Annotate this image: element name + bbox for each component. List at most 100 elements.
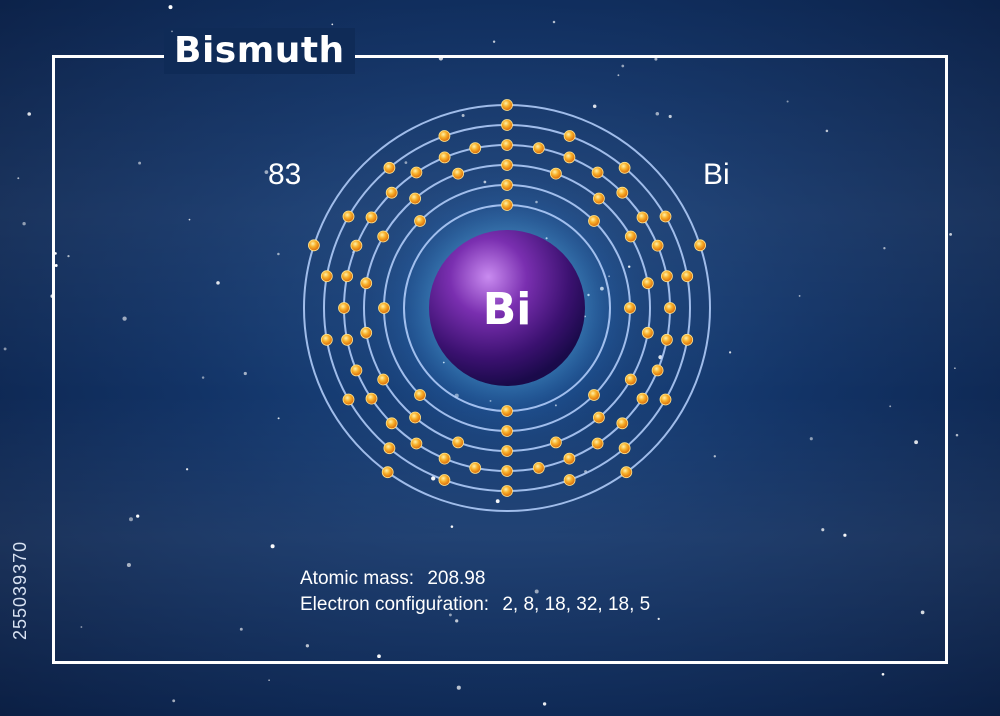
electron [641, 277, 654, 290]
star [172, 699, 176, 703]
star [883, 247, 886, 250]
electron [341, 333, 354, 346]
electron [651, 239, 664, 252]
star [495, 499, 500, 504]
star [809, 437, 813, 441]
star [270, 544, 275, 549]
star [437, 595, 441, 599]
star [277, 252, 280, 256]
star [243, 371, 247, 376]
star [122, 316, 127, 321]
electron-config-row: Electron configuration: 2, 8, 18, 32, 18… [300, 592, 650, 618]
electron [438, 151, 451, 164]
star [27, 112, 31, 116]
electron [620, 466, 633, 479]
electron [360, 277, 373, 290]
star [534, 589, 539, 594]
star [617, 74, 620, 77]
electron [342, 210, 355, 223]
electron [618, 161, 631, 174]
electron [588, 215, 600, 227]
electron [616, 417, 629, 430]
electron [618, 442, 631, 455]
atomic-mass-row: Atomic mass: 208.98 [300, 566, 650, 592]
star [305, 644, 310, 648]
electron [385, 417, 398, 430]
star [431, 476, 436, 481]
star [67, 254, 70, 258]
star [621, 64, 625, 68]
element-info: Atomic mass: 208.98 Electron configurati… [300, 566, 650, 618]
star [331, 23, 334, 26]
star [713, 455, 716, 458]
electron [501, 485, 513, 497]
star [456, 685, 461, 690]
electron [651, 364, 664, 377]
element-name-title: Bismuth [174, 30, 345, 71]
star [277, 417, 280, 420]
electron [550, 436, 562, 449]
star [185, 468, 189, 471]
electron [563, 452, 576, 465]
electron [664, 302, 676, 314]
star [552, 20, 556, 24]
atomic-mass-label: Atomic mass: [300, 568, 415, 589]
star [239, 627, 243, 631]
electron [501, 139, 513, 151]
star [80, 626, 83, 628]
electron [591, 437, 604, 450]
electron [588, 389, 600, 401]
star [955, 433, 959, 437]
star [592, 104, 597, 108]
star [171, 30, 173, 33]
electron [365, 211, 378, 224]
star [954, 367, 956, 370]
electron [385, 186, 398, 199]
electron [360, 326, 373, 339]
star [377, 654, 381, 659]
electron [501, 199, 513, 211]
electron [381, 466, 394, 479]
star [17, 177, 20, 180]
star [889, 405, 892, 408]
electron [681, 270, 694, 283]
star [448, 613, 452, 617]
star [654, 57, 658, 61]
electron [438, 474, 451, 486]
electron [414, 215, 426, 227]
star [126, 562, 131, 568]
electron [377, 230, 390, 243]
diagram-frame [52, 55, 948, 664]
electron [320, 270, 333, 283]
element-symbol: Bi [703, 158, 730, 191]
electron [501, 445, 513, 457]
star [786, 100, 789, 103]
electron [563, 474, 576, 486]
electron [341, 270, 354, 283]
electron [593, 411, 605, 424]
star [136, 514, 140, 518]
electron [563, 151, 576, 164]
star [3, 347, 7, 351]
electron [624, 302, 636, 314]
star [542, 702, 547, 706]
title-container: Bismuth [164, 28, 355, 74]
atomic-mass-value: 208.98 [427, 568, 486, 589]
electron [414, 389, 426, 401]
electron [409, 411, 422, 424]
electron-config-value: 2, 8, 18, 32, 18, 5 [502, 594, 651, 615]
electron [501, 179, 513, 191]
atomic-number: 83 [268, 158, 302, 191]
star [177, 38, 182, 43]
star [825, 129, 829, 133]
electron [377, 373, 390, 386]
star [920, 610, 925, 615]
electron [624, 230, 637, 243]
electron [593, 192, 605, 205]
star [657, 617, 660, 621]
electron [307, 239, 320, 252]
electron [501, 119, 513, 131]
electron [452, 167, 465, 180]
electron-config-label: Electron configuration: [300, 594, 490, 615]
